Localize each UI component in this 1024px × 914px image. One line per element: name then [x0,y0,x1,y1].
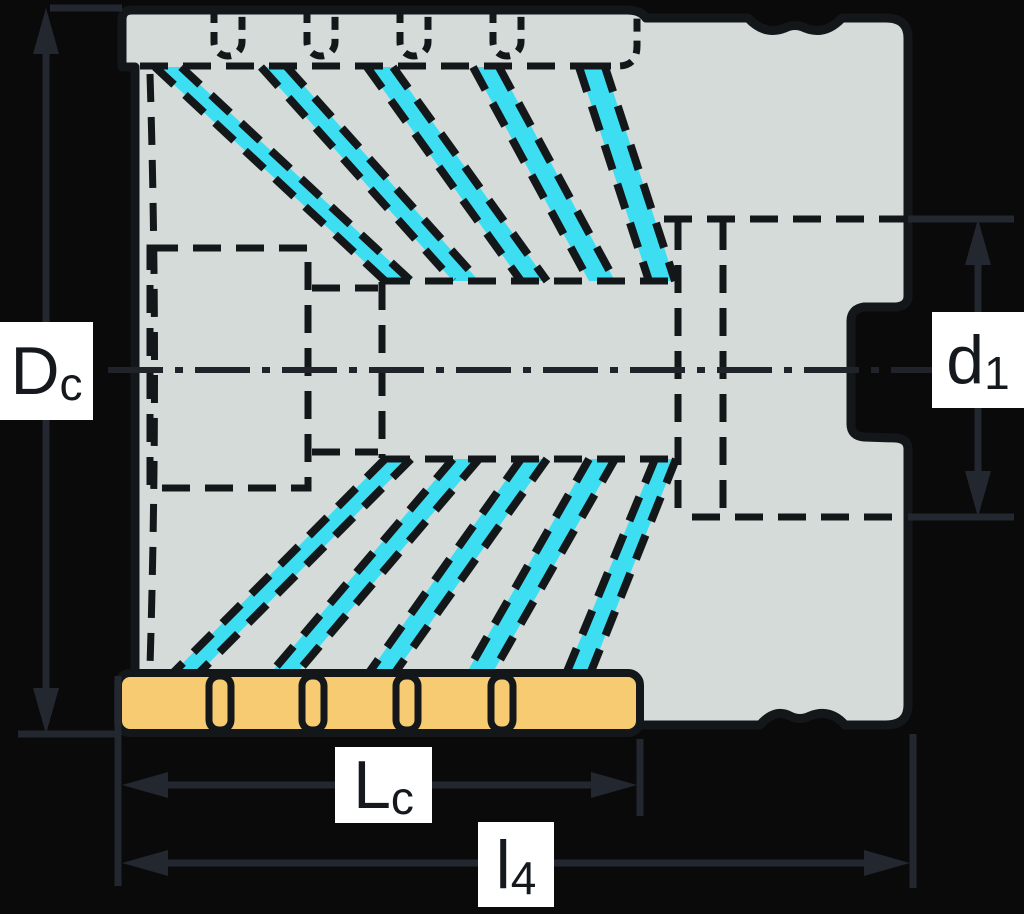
coolant-channel-lower-1 [169,456,414,677]
dc-arrow-up [33,8,59,54]
insert-divider-3 [392,672,422,734]
coolant-channel-upper-4 [469,65,619,283]
label-lc-sub: c [390,772,414,824]
l4-arrow-right [864,850,910,876]
insert-pocket-slot-1 [210,10,246,60]
insert-pocket-slot-2 [303,10,339,60]
hidden-bore-right-horizontals [664,215,905,521]
coolant-channel-lower-4 [462,457,619,676]
coolant-channel-upper-5 [575,65,679,283]
lc-arrow-left [122,772,168,798]
label-d1-main: d [946,322,985,398]
label-lc-main: L [353,747,391,823]
label-dc-main: D [10,333,60,409]
coolant-channel-lower-2 [266,456,483,677]
label-l4-main: l [495,826,511,903]
coolant-channel-lower-5 [562,457,680,676]
d1-extension-lines [908,215,1014,521]
insert-divider-2 [298,672,328,734]
d1-arrow-up [965,219,991,265]
dc-extension-lines [18,4,122,738]
d1-arrow-down [965,471,991,517]
coolant-channel-upper-3 [363,64,551,284]
hidden-bore-center [382,277,676,463]
dc-arrow-down [33,688,59,734]
coolant-channel-upper-1 [152,64,414,284]
label-d1-sub: 1 [984,347,1010,399]
insert-divider-4 [487,672,517,734]
lc-arrow-right [591,772,637,798]
label-l4-sub: 4 [510,851,537,904]
coolant-channel-upper-2 [258,64,482,284]
insert-pocket-slot-4 [489,10,525,60]
label-dc-sub: c [59,358,83,410]
insert-divider-1 [205,672,235,734]
l4-arrow-left [122,850,168,876]
coolant-channel-lower-3 [364,456,551,677]
top-strip-hidden-corner [598,16,641,70]
insert-pocket-slot-3 [396,10,432,60]
bottom-insert-strip [114,669,644,737]
